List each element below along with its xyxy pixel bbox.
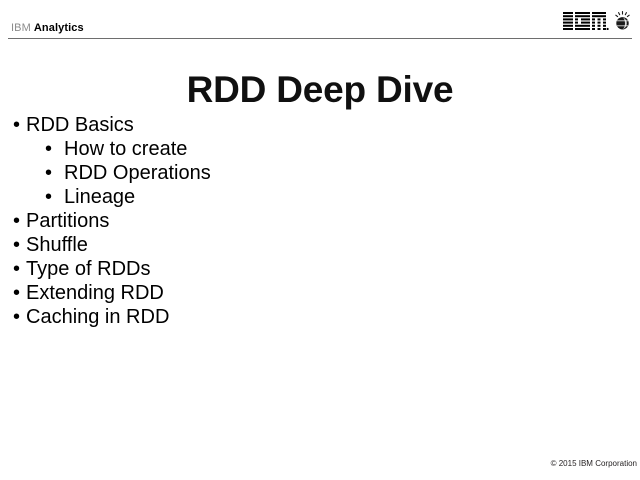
brand-unit-text: Analytics [33,22,84,34]
list-item: • Shuffle [0,233,640,257]
list-item: • Extending RDD [0,281,640,305]
copyright-footer: © 2015 IBM Corporation [550,459,637,468]
list-item-label: How to create [64,138,188,160]
list-item: • Lineage [0,185,640,209]
list-item-label: RDD Operations [64,162,211,184]
list-item: • Caching in RDD [0,305,640,329]
list-item-label: Lineage [64,186,136,208]
bullet-glyph-icon: • [13,114,21,136]
list-item-label: Type of RDDs [26,258,151,280]
page-title: RDD Deep Dive [186,68,454,110]
bullet-glyph-icon: • [13,306,21,328]
bullet-glyph-icon: • [13,282,21,304]
bullet-glyph-icon: • [13,234,21,256]
bullet-glyph-icon: • [45,162,53,184]
ibm-logo [563,11,632,31]
list-item-label: Caching in RDD [26,306,170,328]
ibm-globe-icon [615,11,630,30]
list-item: • RDD Operations [0,161,640,185]
ibm-wordmark-icon [563,12,609,30]
bullet-glyph-icon: • [13,210,21,232]
bullet-list: • RDD Basics • How to create • RDD Opera… [0,113,640,329]
list-item: • How to create [0,137,640,161]
brand-ibm-text: IBM [11,22,31,34]
list-item: • Type of RDDs [0,257,640,281]
list-item-label: Partitions [26,210,110,232]
list-item: • Partitions [0,209,640,233]
list-item-label: Extending RDD [26,282,164,304]
bullet-glyph-icon: • [45,138,53,160]
list-item-label: RDD Basics [26,114,134,136]
list-item: • RDD Basics [0,113,640,137]
bullet-glyph-icon: • [13,258,21,280]
header-divider [8,38,632,39]
bullet-glyph-icon: • [45,186,53,208]
list-item-label: Shuffle [26,234,88,256]
